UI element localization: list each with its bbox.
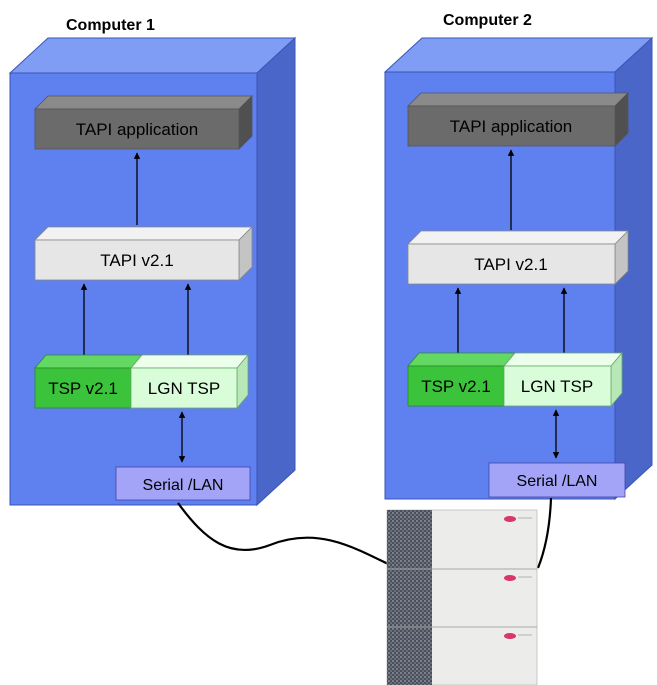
tapi-application-block: TAPI application [407,92,629,147]
lgn-tsp-block: LGN TSP [503,351,623,408]
lgn-tsp-label: LGN TSP [148,379,220,398]
computer-2: Computer 2 TAPI application TAPI v2.1 TS… [383,12,654,501]
serial-lan-port: Serial /LAN [115,466,251,501]
tapi-application-label: TAPI application [76,120,199,139]
tsp-block: TSP v2.1 [407,352,516,407]
pbx-unit [386,509,538,570]
computer-1-side-face [256,36,296,507]
cable-computer-1 [177,502,391,566]
pbx-logo-icon [504,633,516,639]
computer-1: Computer 1 TAPI application TAPI v2.1 [8,17,297,507]
lgn-tsp-label: LGN TSP [521,377,593,396]
computer-2-title: Computer 2 [443,12,532,29]
tapi-version-block: TAPI v2.1 [407,230,629,285]
pbx-unit [386,626,538,685]
tapi-version-label: TAPI v2.1 [474,255,547,274]
cable-computer-2 [536,497,553,569]
pbx-logo-icon [504,516,516,522]
computer-1-title: Computer 1 [66,17,155,34]
pbx-logo-icon [504,575,516,581]
tapi-application-label: TAPI application [450,117,573,136]
serial-lan-label: Serial /LAN [143,477,224,494]
pbx-unit [386,568,538,628]
lgn-tsp-block: LGN TSP [130,353,249,410]
tapi-application-block: TAPI application [34,95,253,150]
serial-lan-label: Serial /LAN [517,473,598,490]
tsp-label: TSP v2.1 [48,379,118,398]
serial-lan-port: Serial /LAN [488,462,626,498]
tapi-version-label: TAPI v2.1 [100,251,173,270]
tsp-block: TSP v2.1 [34,354,143,409]
tapi-version-block: TAPI v2.1 [34,226,253,281]
tsp-label: TSP v2.1 [421,377,491,396]
computer-2-top-face [383,37,654,73]
pbx-device [386,509,538,685]
computer-1-top-face [8,37,297,74]
